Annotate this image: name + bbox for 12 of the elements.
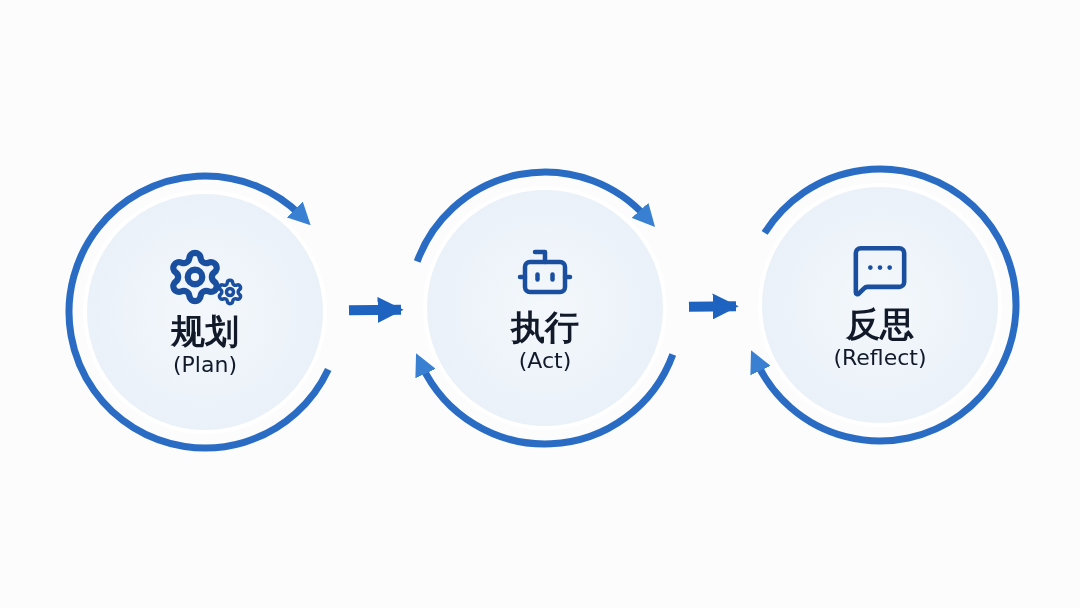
step-subtitle: (Act) [518,347,572,376]
step-subtitle: (Plan) [173,351,237,380]
step-title: 规划 [171,312,239,352]
step-title: 反思 [846,305,914,345]
arrow [688,293,739,320]
loop-arrow [415,353,676,448]
step-subtitle: (Reflect) [833,344,927,373]
arrow [348,296,404,323]
loop-arrow [414,168,656,263]
loop-arrow [65,172,332,452]
step-title: 执行 [511,308,579,348]
loop-arrow [750,165,1020,445]
